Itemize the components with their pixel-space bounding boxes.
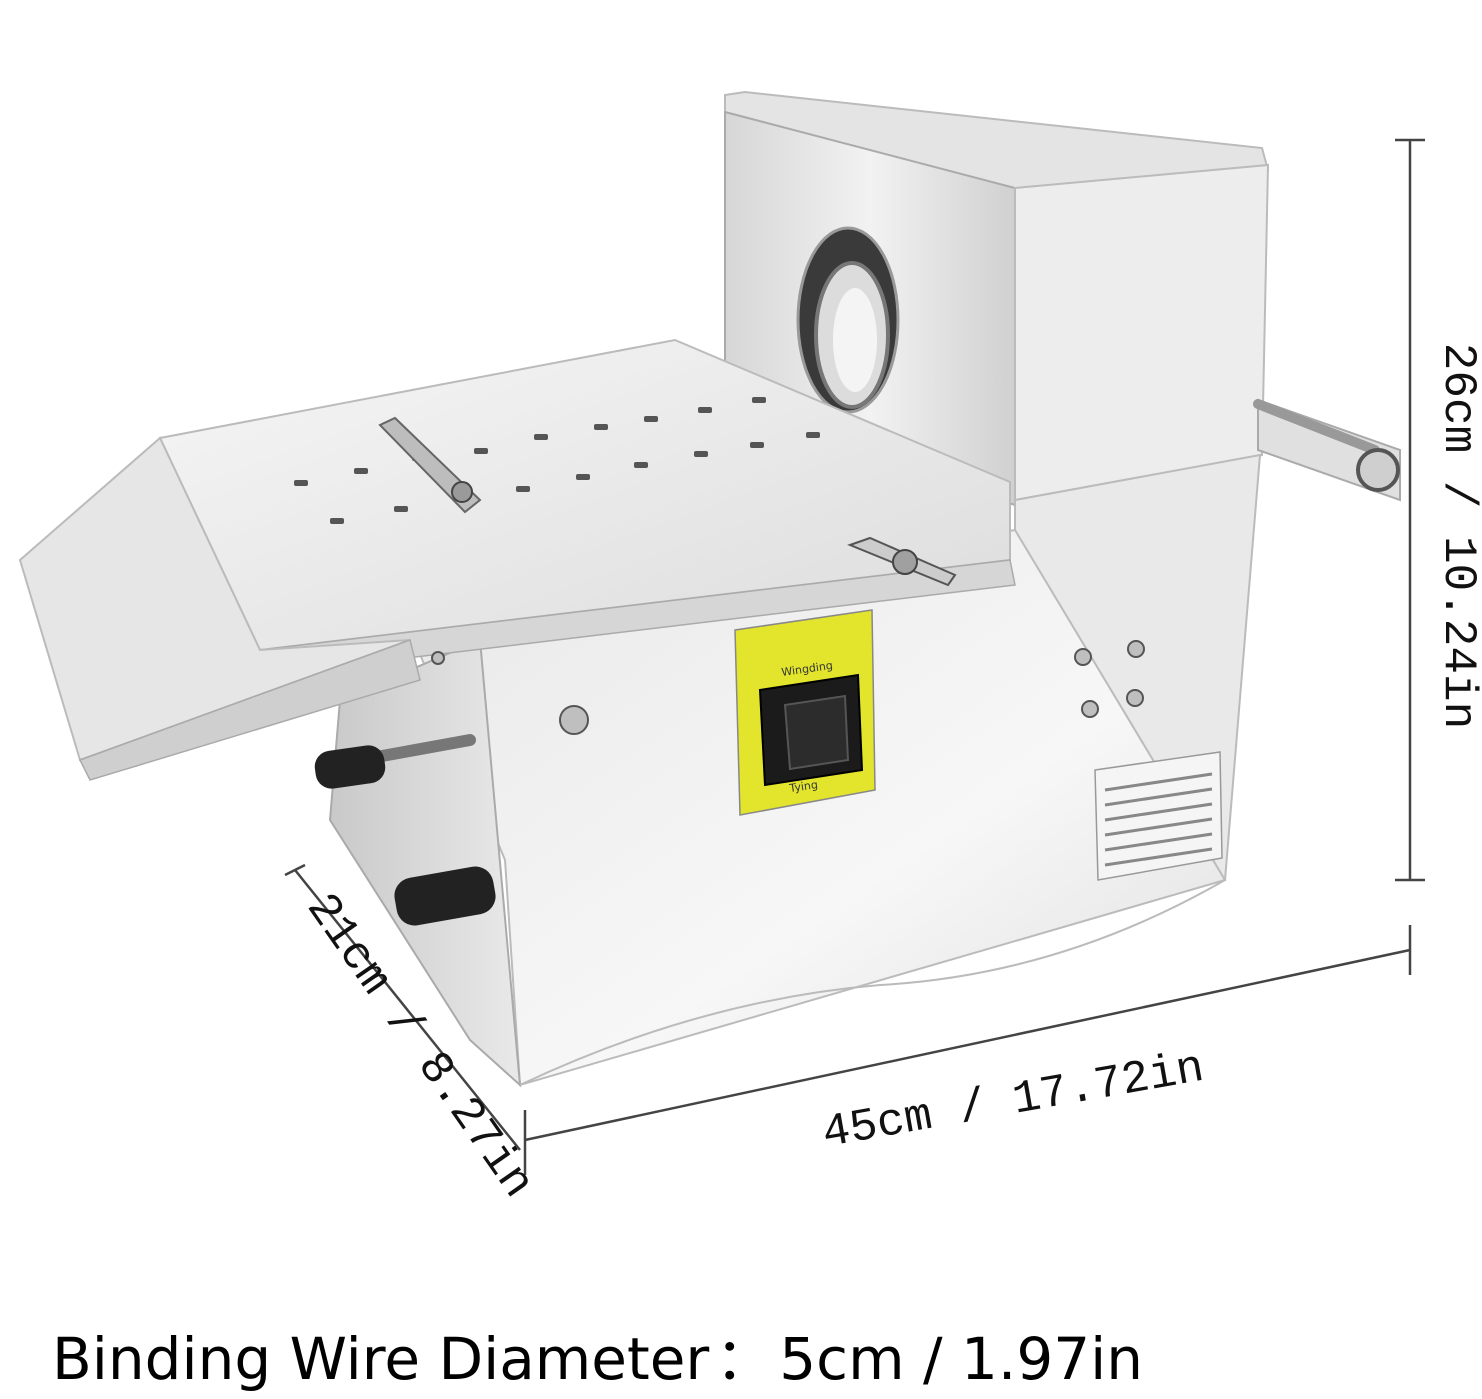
handles [314, 734, 496, 926]
caption-label: Binding Wire Diameter [52, 1325, 710, 1393]
side-rod [1253, 398, 1401, 502]
front-bolts [431, 640, 1145, 735]
wing-nut [847, 536, 957, 587]
caption-separator: ： [715, 1325, 774, 1393]
main-body [328, 453, 1262, 1088]
wire-diameter-caption: Binding Wire Diameter：5cm / 1.97in [52, 1312, 1143, 1396]
switch-bottom-label: Tying [788, 778, 819, 795]
caption-value: 5cm / 1.97in [779, 1325, 1143, 1393]
switch-panel: Wingding Tying [734, 609, 876, 816]
dimension-lines [284, 138, 1425, 1175]
product-label [1094, 751, 1223, 881]
height-dimension-label: 26cm / 10.24in [1432, 342, 1482, 730]
tray [18, 338, 1016, 781]
tray-clamp [378, 416, 482, 514]
